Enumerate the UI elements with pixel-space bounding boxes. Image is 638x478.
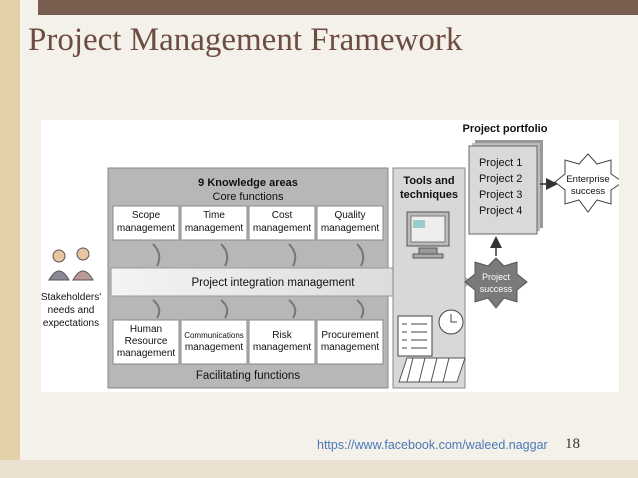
core-flow-arrow <box>220 243 229 267</box>
core-flow-arrow <box>288 243 297 267</box>
project-success-line-2: success <box>480 284 513 294</box>
core-area-text: management <box>185 223 244 234</box>
core-area-text: management <box>321 223 380 234</box>
footer-url[interactable]: https://www.facebook.com/waleed.naggar <box>317 438 548 452</box>
facilitating-area-text: management <box>117 348 176 359</box>
core-area-box <box>248 205 316 241</box>
enterprise-success-line-1: Enterprise <box>566 174 609 185</box>
core-area-text: Time <box>203 210 225 221</box>
portfolio-title: Project portfolio <box>463 123 548 135</box>
facilitating-flow-arrow <box>356 299 365 319</box>
core-area-text: Quality <box>334 210 365 221</box>
core-flow-arrow <box>356 243 365 267</box>
facilitating-area-box <box>316 319 384 365</box>
enterprise-success-burst <box>554 153 624 213</box>
core-area-box <box>112 205 180 241</box>
facilitating-area-text: Communications <box>184 331 244 340</box>
facilitating-area-box <box>248 319 316 365</box>
facilitating-area-text: management <box>321 342 380 353</box>
facilitating-area-text: Human <box>130 324 162 335</box>
facilitating-flow-arrow <box>220 299 229 319</box>
core-area-text: Scope <box>132 210 161 221</box>
knowledge-areas-title: 9 Knowledge areas <box>198 177 298 189</box>
tools-title-line-2: techniques <box>400 189 458 201</box>
portfolio-project-item: Project 2 <box>479 173 522 185</box>
facilitating-flow-arrow <box>288 299 297 319</box>
computer-icon <box>406 211 450 259</box>
tools-title-line-1: Tools and <box>403 175 454 187</box>
slide-title: Project Management Framework <box>28 22 463 58</box>
facilitating-area-text: management <box>253 342 312 353</box>
facilitating-area-text: Resource <box>125 336 168 347</box>
stakeholders-line-1: Stakeholders' <box>41 292 101 303</box>
portfolio-project-item: Project 3 <box>479 189 522 201</box>
facilitating-area-text: management <box>185 342 244 353</box>
core-flow-arrow <box>152 243 161 267</box>
portfolio-project-item: Project 4 <box>479 205 522 217</box>
left-accent-strip <box>0 0 20 478</box>
core-area-text: management <box>253 223 312 234</box>
facilitating-area-box <box>112 319 180 365</box>
core-area-text: Cost <box>272 210 293 221</box>
page-number: 18 <box>565 436 580 452</box>
enterprise-success-line-2: success <box>571 186 606 197</box>
facilitating-area-text: Procurement <box>321 330 378 341</box>
project-success-line-1: Project <box>482 272 511 282</box>
stakeholders-line-3: expectations <box>43 318 99 329</box>
core-functions-label: Core functions <box>213 191 284 203</box>
core-area-box <box>180 205 248 241</box>
core-area-text: management <box>117 223 176 234</box>
checklist-icon <box>397 315 433 357</box>
integration-label: Project integration management <box>191 277 355 289</box>
facilitating-functions-label: Facilitating functions <box>196 370 300 382</box>
bottom-accent-strip <box>0 460 638 478</box>
framework-diagram: 9 Knowledge areas Core functions Scope ma… <box>41 120 624 392</box>
stakeholders-icon <box>48 247 94 281</box>
project-success-burst <box>464 257 528 309</box>
clock-icon <box>438 309 464 335</box>
facilitating-area-box <box>180 319 248 365</box>
gantt-chart-icon <box>398 357 466 383</box>
core-area-box <box>316 205 384 241</box>
facilitating-area-text: Risk <box>272 330 292 341</box>
facilitating-flow-arrow <box>152 299 161 319</box>
portfolio-front-card <box>468 145 538 235</box>
top-accent-bar <box>38 0 638 15</box>
stakeholders-line-2: needs and <box>48 305 95 316</box>
portfolio-project-item: Project 1 <box>479 157 522 169</box>
